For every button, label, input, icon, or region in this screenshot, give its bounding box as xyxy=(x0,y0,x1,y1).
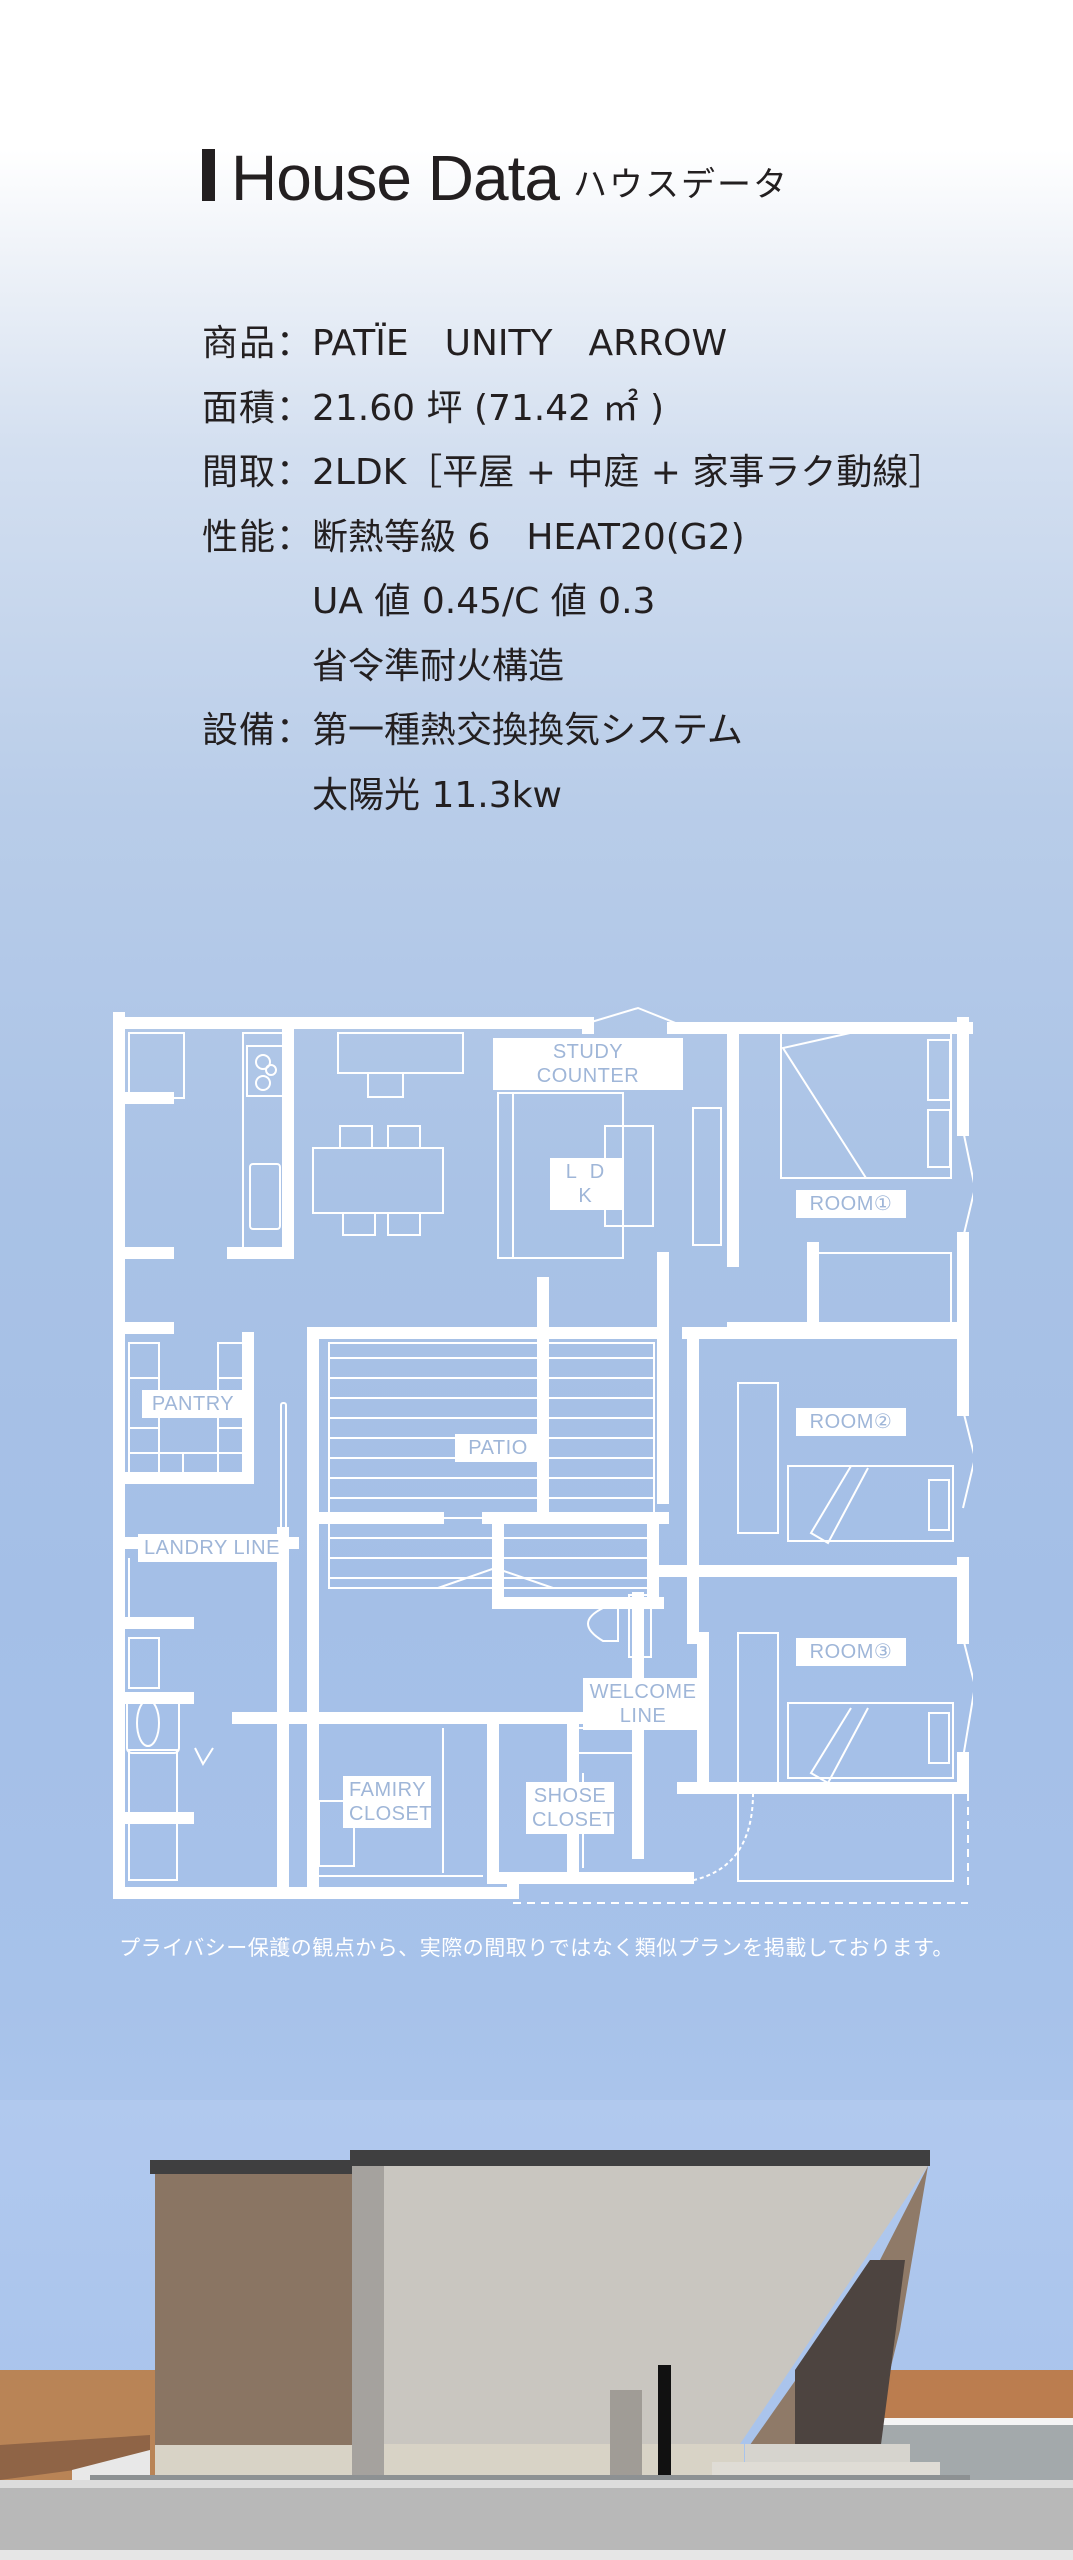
label-room2: ROOM② xyxy=(796,1408,906,1436)
spec-label: 間取： xyxy=(202,452,314,493)
label-welcome-line-1: WELCOME xyxy=(589,1681,697,1703)
spec-row-equipment-solar: 太陽光 11.3kw xyxy=(202,764,944,829)
label-welcome-line: WELCOME LINE xyxy=(583,1678,703,1730)
spec-value: 2LDK［平屋 + 中庭 + 家事ラク動線］ xyxy=(312,452,945,493)
label-ldk: L D K xyxy=(550,1158,624,1210)
house-specs: 商品： PATÏE UNITY ARROW 面積： 21.60 坪 (71.42… xyxy=(202,312,944,828)
spec-value: 断熱等級 6 HEAT20(G2) xyxy=(312,516,745,558)
label-famiry-closet-2: CLOSET xyxy=(349,1803,433,1825)
spec-value: 省令準耐火構造 xyxy=(312,645,565,687)
spec-label: 設備： xyxy=(202,710,314,751)
spec-row-performance: 性能： 断熱等級 6 HEAT20(G2) xyxy=(202,506,944,571)
label-room3: ROOM③ xyxy=(796,1638,906,1666)
spec-row-performance-fire: 省令準耐火構造 xyxy=(202,635,944,700)
label-famiry-closet-1: FAMIRY xyxy=(349,1779,427,1801)
house-illustration xyxy=(0,2100,1073,2560)
floor-plan: STUDY COUNTER L D K ROOM① PANTRY PATIO R… xyxy=(113,998,973,1908)
label-study-counter: STUDY COUNTER xyxy=(493,1038,683,1090)
spec-row-area: 面積： 21.60 坪 (71.42 ㎡ ) xyxy=(202,377,944,442)
privacy-caption: プライバシー保護の観点から、実際の間取りではなく類似プランを掲載しております。 xyxy=(119,1936,954,1960)
spec-label: 面積： xyxy=(202,387,314,429)
entry-post xyxy=(658,2365,671,2480)
spec-value: 第一種熱交換換気システム xyxy=(312,710,743,751)
label-patio: PATIO xyxy=(455,1434,541,1462)
spec-value: 太陽光 11.3kw xyxy=(312,774,562,816)
label-shose-closet-2: CLOSET xyxy=(532,1809,616,1831)
page-title: House Data ハウスデータ xyxy=(202,140,789,210)
label-welcome-line-2: LINE xyxy=(619,1705,667,1727)
house-exterior-rendering xyxy=(0,2100,1073,2560)
spec-row-layout: 間取： 2LDK［平屋 + 中庭 + 家事ラク動線］ xyxy=(202,441,944,506)
label-room1: ROOM① xyxy=(796,1190,906,1218)
spec-value: PATÏE UNITY ARROW xyxy=(312,323,728,364)
title-japanese: ハウスデータ xyxy=(572,165,789,205)
spec-value: UA 値 0.45/C 値 0.3 xyxy=(312,581,656,622)
spec-label: 商品： xyxy=(202,323,314,364)
spec-row-product: 商品： PATÏE UNITY ARROW xyxy=(202,312,944,377)
floor-plan-drawing xyxy=(113,1006,973,1904)
spec-value: 21.60 坪 (71.42 ㎡ ) xyxy=(312,387,664,429)
label-shose-closet-1: SHOSE xyxy=(533,1785,607,1807)
title-english: House Data xyxy=(231,142,560,214)
title-accent-bar xyxy=(202,149,215,201)
label-landry-line: LANDRY LINE xyxy=(138,1534,286,1562)
spec-row-performance-ua: UA 値 0.45/C 値 0.3 xyxy=(202,570,944,635)
label-famiry-closet: FAMIRY CLOSET xyxy=(343,1776,433,1828)
label-pantry: PANTRY xyxy=(142,1390,244,1418)
label-shose-closet: SHOSE CLOSET xyxy=(526,1782,616,1834)
spec-row-equipment: 設備： 第一種熱交換換気システム xyxy=(202,699,944,764)
spec-label: 性能： xyxy=(202,516,314,558)
